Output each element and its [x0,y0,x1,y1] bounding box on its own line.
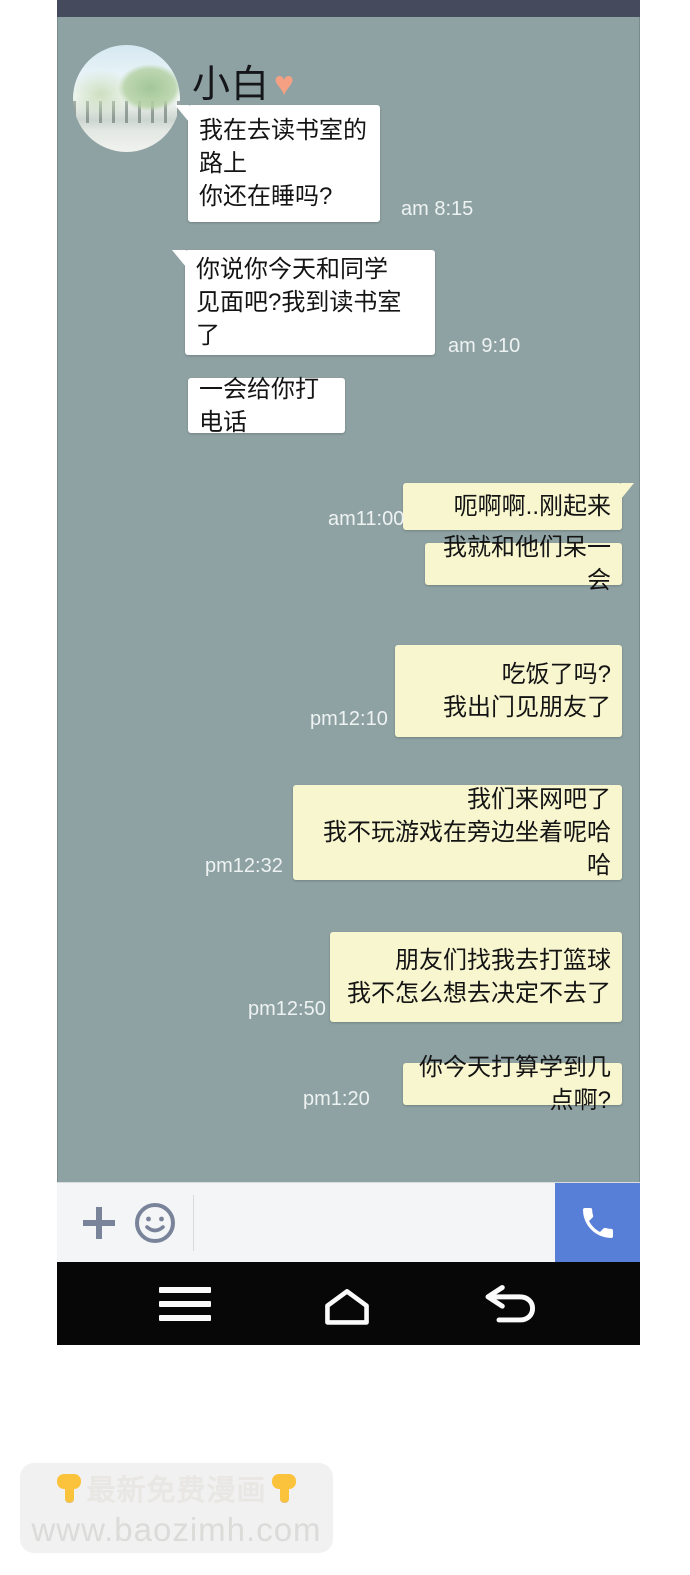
home-icon [325,1288,369,1325]
menu-button[interactable] [130,1262,240,1345]
message-line: 我就和他们呆一会 [443,534,611,594]
pointing-down-hand-icon [271,1473,297,1503]
message-bubble-incoming[interactable]: 我在去读书室的路上 你还在睡吗? [188,105,380,222]
message-bubble-outgoing[interactable]: 吃饭了吗? 我出门见朋友了 [395,645,622,737]
message-line: 朋友们找我去打篮球 [395,947,611,974]
phone-screenshot: 小白♥ 我在去读书室的路上 你还在睡吗? am 8:15 你说你今天和同学 见面… [57,0,640,1345]
status-bar [57,0,640,17]
plus-icon [83,1207,115,1239]
timestamp: am 8:15 [401,198,474,220]
timestamp: pm12:32 [205,855,283,877]
message-line: 我在去读书室的路上 [199,117,367,177]
timestamp: pm1:20 [303,1088,370,1110]
watermark-title-text: 最新免费漫画 [86,1475,267,1507]
message-line: 我出门见朋友了 [443,694,611,721]
site-watermark: 最新免费漫画 www.baozimh.com [20,1463,333,1553]
chat-area: 小白♥ 我在去读书室的路上 你还在睡吗? am 8:15 你说你今天和同学 见面… [57,17,640,1182]
message-line: 你说你今天和同学 [196,256,388,283]
phone-icon [582,1208,613,1238]
pointing-down-hand-icon [56,1473,82,1503]
message-input[interactable] [197,1191,552,1255]
message-line: 我们来网吧了 [467,786,611,813]
message-bubble-outgoing[interactable]: 我就和他们呆一会 [425,534,622,594]
timestamp: pm12:50 [248,998,326,1020]
input-divider [193,1195,194,1251]
contact-avatar[interactable] [73,45,180,152]
contact-name-text: 小白 [192,64,271,106]
message-line: 你今天打算学到几点啊? [419,1054,611,1114]
smiley-icon [135,1203,175,1243]
message-bubble-incoming[interactable]: 你说你今天和同学 见面吧?我到读书室了 [185,250,435,355]
emoji-button[interactable] [129,1197,181,1249]
message-line: 一会给你打电话 [199,375,319,436]
message-line: 呃啊啊..刚起来 [453,493,611,520]
back-arrow-icon [485,1284,536,1322]
heart-icon: ♥ [274,65,296,103]
timestamp: am 9:10 [448,335,521,357]
watermark-title: 最新免费漫画 [56,1467,296,1509]
message-bubble-outgoing[interactable]: 你今天打算学到几点啊? [403,1054,622,1114]
watermark-url: www.baozimh.com [31,1511,322,1548]
timestamp: am11:00 [328,508,405,530]
message-bubble-incoming[interactable]: 一会给你打电话 [188,376,345,436]
call-button[interactable] [555,1183,640,1263]
home-button[interactable] [292,1262,402,1345]
message-line: 见面吧?我到读书室了 [196,289,402,349]
message-line: 我不怎么想去决定不去了 [347,980,611,1007]
back-button[interactable] [455,1262,565,1345]
timestamp: pm12:10 [310,708,388,730]
contact-name: 小白♥ [192,53,295,108]
message-line: 你还在睡吗? [199,183,333,210]
message-bubble-outgoing[interactable]: 朋友们找我去打篮球 我不怎么想去决定不去了 [330,932,622,1022]
hamburger-menu-icon [159,1286,211,1321]
android-nav-bar [57,1262,640,1345]
message-line: 吃饭了吗? [501,661,611,688]
message-bubble-outgoing[interactable]: 我们来网吧了 我不玩游戏在旁边坐着呢哈哈 [293,785,622,880]
attach-button[interactable] [73,1197,125,1249]
message-line: 我不玩游戏在旁边坐着呢哈哈 [323,819,611,879]
message-input-bar [57,1182,640,1263]
message-bubble-outgoing[interactable]: 呃啊啊..刚起来 [403,483,622,530]
